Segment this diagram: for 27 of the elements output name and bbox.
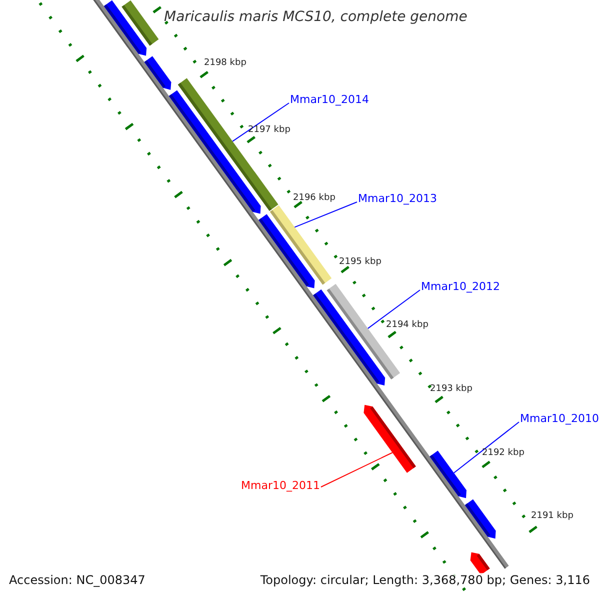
gene-label: Mmar10_2014 (290, 93, 369, 106)
scale-label: 2193 kbp (430, 384, 472, 394)
scale-label: 2194 kbp (386, 320, 428, 330)
scale-label: 2192 kbp (482, 448, 524, 458)
scale-label: 2195 kbp (339, 257, 382, 267)
leader-line (453, 422, 520, 474)
gene-label: Mmar10_2011 (241, 479, 320, 492)
gene-feature (464, 499, 496, 539)
gene-label: Mmar10_2013 (358, 192, 437, 205)
leader-line (320, 452, 393, 488)
chart-title: Maricaulis maris MCS10, complete genome (163, 8, 468, 26)
scale-label: 2196 kbp (293, 193, 336, 203)
gene-feature (258, 214, 315, 288)
scale-label: 2191 kbp (531, 511, 574, 521)
gene-feature (144, 56, 172, 90)
gene-feature (430, 450, 466, 498)
scale-label: 2198 kbp (204, 58, 246, 68)
gene-feature (364, 404, 416, 473)
scale-label: 2197 kbp (248, 125, 290, 135)
gene-label: Mmar10_2010 (520, 412, 599, 425)
leader-line (367, 290, 420, 329)
gene-feature (313, 289, 386, 386)
gene-feature (104, 0, 147, 56)
gene-label: Mmar10_2012 (421, 280, 500, 293)
genome-summary-note: Topology: circular; Length: 3,368,780 bp; Genes: 3,116 (260, 573, 590, 587)
leader-line (294, 202, 358, 228)
accession-note: Accession: NC_008347 (9, 573, 146, 587)
